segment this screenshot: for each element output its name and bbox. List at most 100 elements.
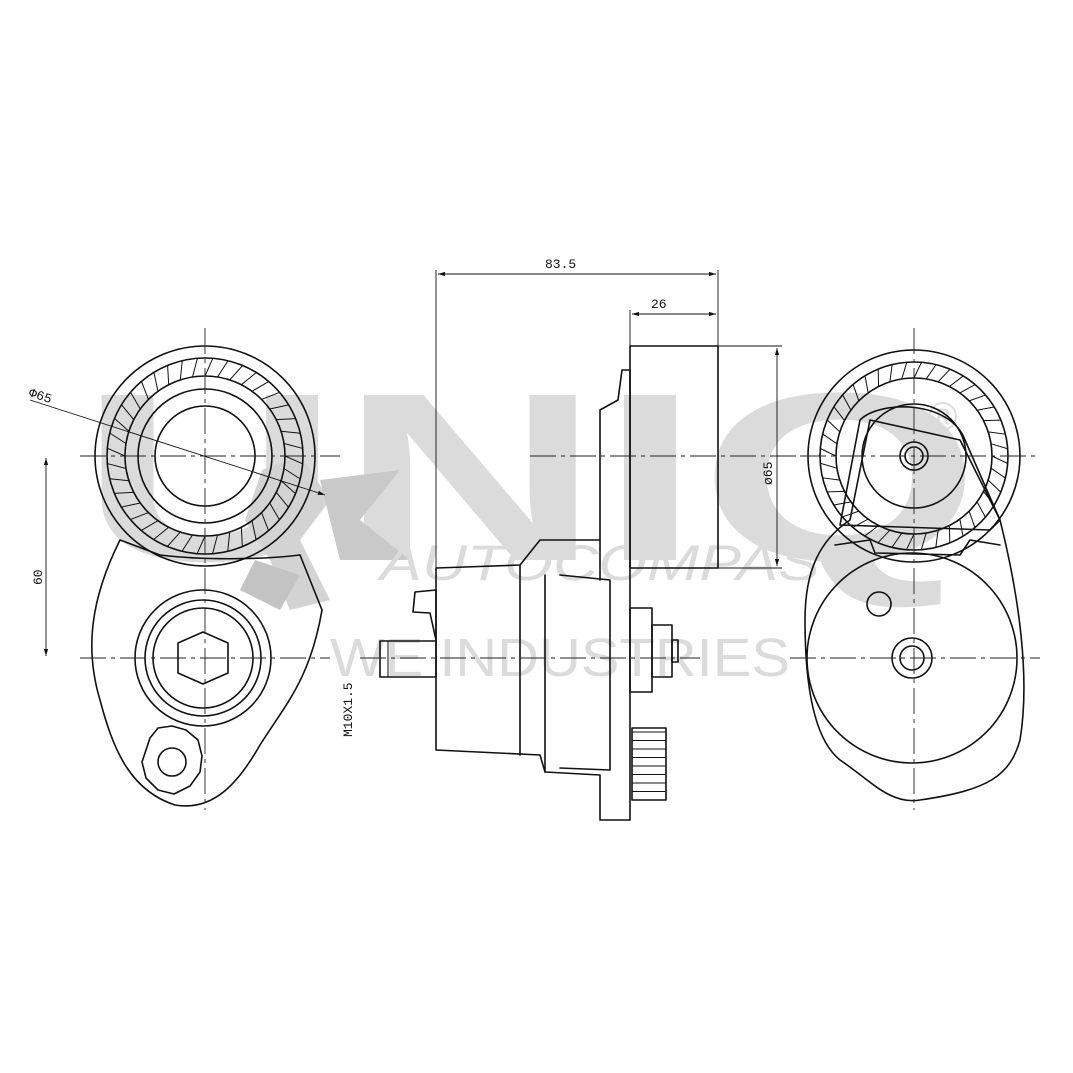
pulley-rib (833, 501, 851, 506)
pulley-rib (269, 502, 280, 521)
pulley-rib (281, 430, 301, 434)
pulley-rib (114, 491, 134, 494)
watermark-brand: UNIQ (80, 343, 980, 611)
pulley-rib (864, 375, 869, 393)
pulley-rib (877, 529, 891, 544)
pulley-rib (229, 365, 244, 381)
right-view (790, 328, 1040, 810)
pulley-rib (901, 362, 908, 380)
pulley-rib (241, 372, 257, 386)
pulley-rib (121, 404, 135, 420)
pulley-rib (284, 455, 303, 465)
pulley-rib (820, 462, 838, 469)
pulley-rib (251, 381, 270, 392)
left-pulley-ribs (107, 358, 303, 554)
pulley-rib (937, 368, 951, 383)
pulley-rib (990, 443, 1008, 450)
watermark-line1: AUTOCOMPAS (376, 535, 820, 591)
pulley-rib (968, 510, 976, 528)
left-pivot-hex-bolt (177, 631, 229, 685)
pulley-rib (991, 455, 1008, 464)
pulley-rib (833, 406, 845, 421)
pulley-rib (842, 510, 860, 518)
pulley-rib (959, 519, 964, 537)
side-boss (412, 589, 437, 641)
pulley-rib (167, 365, 170, 385)
pulley-rib (822, 477, 840, 481)
pulley-rib (217, 360, 229, 378)
pulley-rib (109, 478, 129, 482)
left-lug-spline (141, 725, 203, 795)
pulley-rib (822, 433, 838, 445)
pulley-rib (842, 394, 852, 411)
left-view: Φ65 60 (27, 328, 340, 810)
pulley-rib (107, 447, 126, 457)
pulley-rib (925, 364, 937, 380)
pulley-rib (179, 360, 183, 380)
side-housing (435, 369, 631, 821)
right-housing-top (834, 539, 1001, 556)
thread-label: M10X1.5 (341, 682, 356, 737)
pulley-rib (820, 448, 837, 457)
pulley-rib (826, 419, 841, 433)
pulley-rib (280, 480, 296, 495)
pulley-dia-label: ø65 (761, 462, 776, 485)
pulley-rib (192, 358, 198, 378)
pulley-rib (987, 479, 1002, 493)
side-spline-teeth (632, 731, 666, 792)
pulley-rib (976, 501, 986, 518)
pulley-rib (913, 362, 922, 379)
center-distance-label: 60 (31, 569, 46, 585)
pulley-rib (181, 534, 193, 552)
pulley-rib (906, 533, 915, 550)
pulley-rib (153, 372, 159, 392)
pulley-rib (130, 512, 149, 521)
pulley-rib (140, 520, 159, 531)
right-pulley-ribs (820, 362, 1008, 550)
pulley-rib (990, 467, 1006, 479)
pulley-rib (196, 535, 206, 554)
pulley-rib (864, 525, 879, 537)
left-diameter-label: Φ65 (27, 386, 54, 407)
right-arm-plate (839, 406, 1001, 531)
pulley-rib (153, 526, 169, 540)
pulley-width-label: 26 (651, 297, 667, 312)
pulley-rib (891, 532, 903, 548)
right-small-hole (866, 591, 892, 617)
pulley-rib (949, 375, 964, 387)
side-housing-inner (559, 574, 611, 771)
watermark: UNIQ AUTOCOMPAS WE INDUSTRIES ® (80, 343, 980, 688)
pulley-rib (988, 431, 1006, 435)
pulley-rib (121, 502, 141, 508)
pulley-rib (240, 527, 243, 547)
pulley-rib (251, 520, 257, 540)
pulley-rib (968, 394, 986, 402)
pulley-rib (283, 443, 303, 449)
side-stud (379, 640, 437, 678)
pulley-rib (276, 418, 296, 421)
pulley-rib (935, 530, 939, 548)
pulley-rib (889, 364, 893, 382)
pulley-rib (212, 534, 218, 554)
pulley-rib (275, 492, 289, 508)
side-bolt-tip (671, 639, 679, 663)
pulley-rib (140, 381, 149, 400)
left-arm-body (91, 539, 323, 807)
side-view: 83.5 26 ø65 M10X1.5 (341, 257, 800, 821)
watermark-registered-mark: ® (928, 395, 957, 439)
right-arm-body (804, 419, 1025, 802)
left-diameter-leader (29, 399, 326, 496)
overall-width-label: 83.5 (545, 257, 576, 272)
pulley-rib (114, 417, 130, 432)
pulley-rib (261, 391, 280, 400)
pulley-rib (269, 404, 289, 410)
pulley-rib (977, 406, 995, 411)
pulley-rib (227, 532, 231, 552)
pulley-rib (283, 468, 301, 480)
left-lug-hole (157, 747, 187, 777)
pulley-rib (920, 532, 927, 550)
side-spline-stub (631, 727, 667, 801)
pulley-rib (130, 391, 141, 410)
pulley-rib (166, 531, 181, 547)
